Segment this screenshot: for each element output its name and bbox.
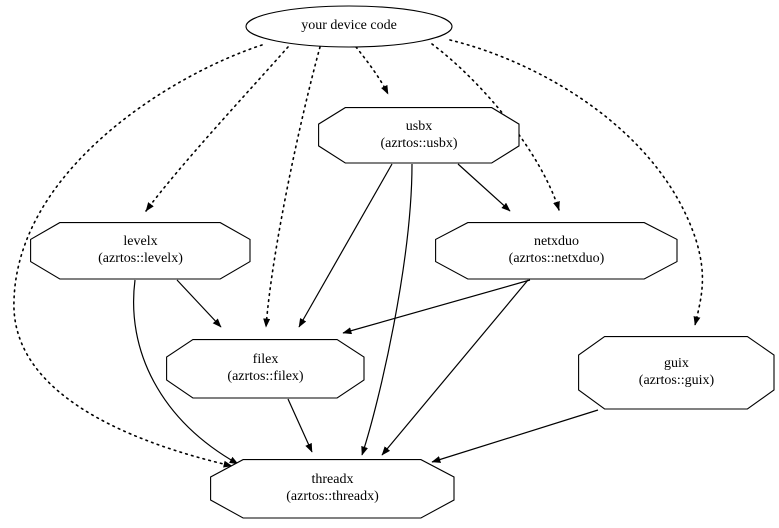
edge-netxduo-to-filex <box>342 279 531 335</box>
edge-device-to-usbx <box>355 46 389 95</box>
node-filex[interactable]: filex(azrtos::filex) <box>166 339 365 399</box>
edge-filex-to-threadx <box>287 398 313 453</box>
edge-device-to-levelx <box>145 46 289 212</box>
node-shape-octagon <box>166 339 365 399</box>
node-shape-octagon <box>210 459 455 519</box>
edges-group <box>13 39 704 468</box>
node-levelx[interactable]: levelx(azrtos::levelx) <box>30 222 251 280</box>
node-shape-octagon <box>30 222 251 280</box>
node-guix[interactable]: guix(azrtos::guix) <box>578 336 775 410</box>
edge-device-to-guix <box>449 39 704 326</box>
node-shape-octagon <box>578 336 775 410</box>
edge-guix-to-threadx <box>431 409 599 463</box>
edge-netxduo-to-threadx <box>381 279 529 456</box>
edge-usbx-to-threadx <box>361 163 413 456</box>
node-device[interactable]: your device code <box>245 5 453 48</box>
node-threadx[interactable]: threadx(azrtos::threadx) <box>210 459 455 519</box>
edge-levelx-to-filex <box>176 279 222 328</box>
node-shape-ellipse <box>245 5 453 48</box>
edge-levelx-to-threadx <box>133 279 239 465</box>
edge-device-to-filex <box>263 46 321 328</box>
node-netxduo[interactable]: netxduo(azrtos::netxduo) <box>435 222 678 280</box>
edge-device-to-netxduo <box>431 43 560 211</box>
node-shape-octagon <box>435 222 678 280</box>
node-shape-octagon <box>318 107 520 164</box>
node-usbx[interactable]: usbx(azrtos::usbx) <box>318 107 520 164</box>
edge-device-to-threadx <box>13 44 263 468</box>
edge-usbx-to-netxduo <box>457 163 511 212</box>
edge-usbx-to-filex <box>298 163 393 328</box>
